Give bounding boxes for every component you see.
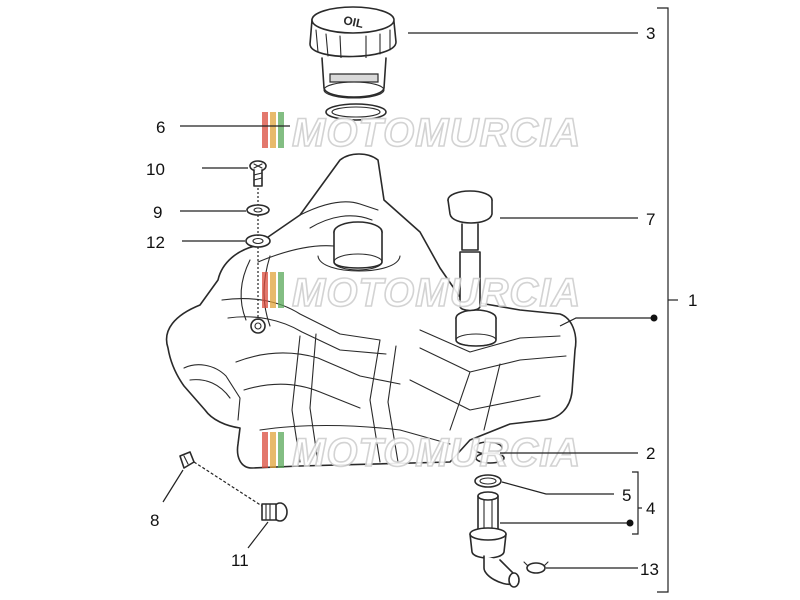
watermark-stripe [278,432,284,468]
callout-11: 11 [231,551,249,570]
callout-13: 13 [640,560,659,579]
callout-2: 2 [646,444,655,463]
cap-o-ring [325,103,387,121]
watermark-stripe [262,272,268,308]
leader-5 [501,481,614,495]
watermark-text-middle: MOTOMURCIA [292,271,581,315]
watermark-middle: MOTOMURCIA [262,270,581,316]
leader-1-dot [650,314,658,322]
leader-1 [559,317,654,327]
callout-12: 12 [146,233,165,252]
callout-5: 5 [622,486,631,505]
watermark-stripe [278,272,284,308]
callout-6: 6 [156,118,165,137]
leader-11 [247,521,269,549]
callout-4: 4 [646,499,655,518]
watermark-stripe [262,432,268,468]
watermark-top: MOTOMURCIA [262,110,581,156]
watermark-stripe [270,272,276,308]
drain-gasket-2 [475,452,505,464]
oil-filler-cap: OIL [309,6,397,99]
washer-12 [245,234,271,248]
watermark-stripe [270,432,276,468]
callout-1: 1 [688,291,697,310]
dipstick-plug [447,190,493,312]
watermark-stripe [278,112,284,148]
main-assembly-bracket [657,7,678,593]
watermark-stripe [270,112,276,148]
leader-4-dot [626,519,634,527]
screw-10 [249,160,267,187]
callout-7: 7 [646,210,655,229]
callout-8: 8 [150,511,159,530]
cap-oil-label: OIL [342,13,364,31]
oil-filter-screen-4 [469,491,520,588]
filter-assembly-bracket [632,471,642,535]
callout-3: 3 [646,24,655,43]
filter-o-ring-5 [474,474,502,488]
leader-8 [162,469,184,503]
callout-10: 10 [146,160,165,179]
screw-11 [261,502,288,522]
clip-nut-8 [179,451,195,469]
watermark-text-top: MOTOMURCIA [292,111,581,155]
washer-9 [246,204,270,216]
watermark-stripe [262,112,268,148]
callout-9: 9 [153,203,162,222]
screw-11-axis [193,461,263,507]
hose-clamp-13 [523,561,549,574]
oil-tank [165,153,577,469]
